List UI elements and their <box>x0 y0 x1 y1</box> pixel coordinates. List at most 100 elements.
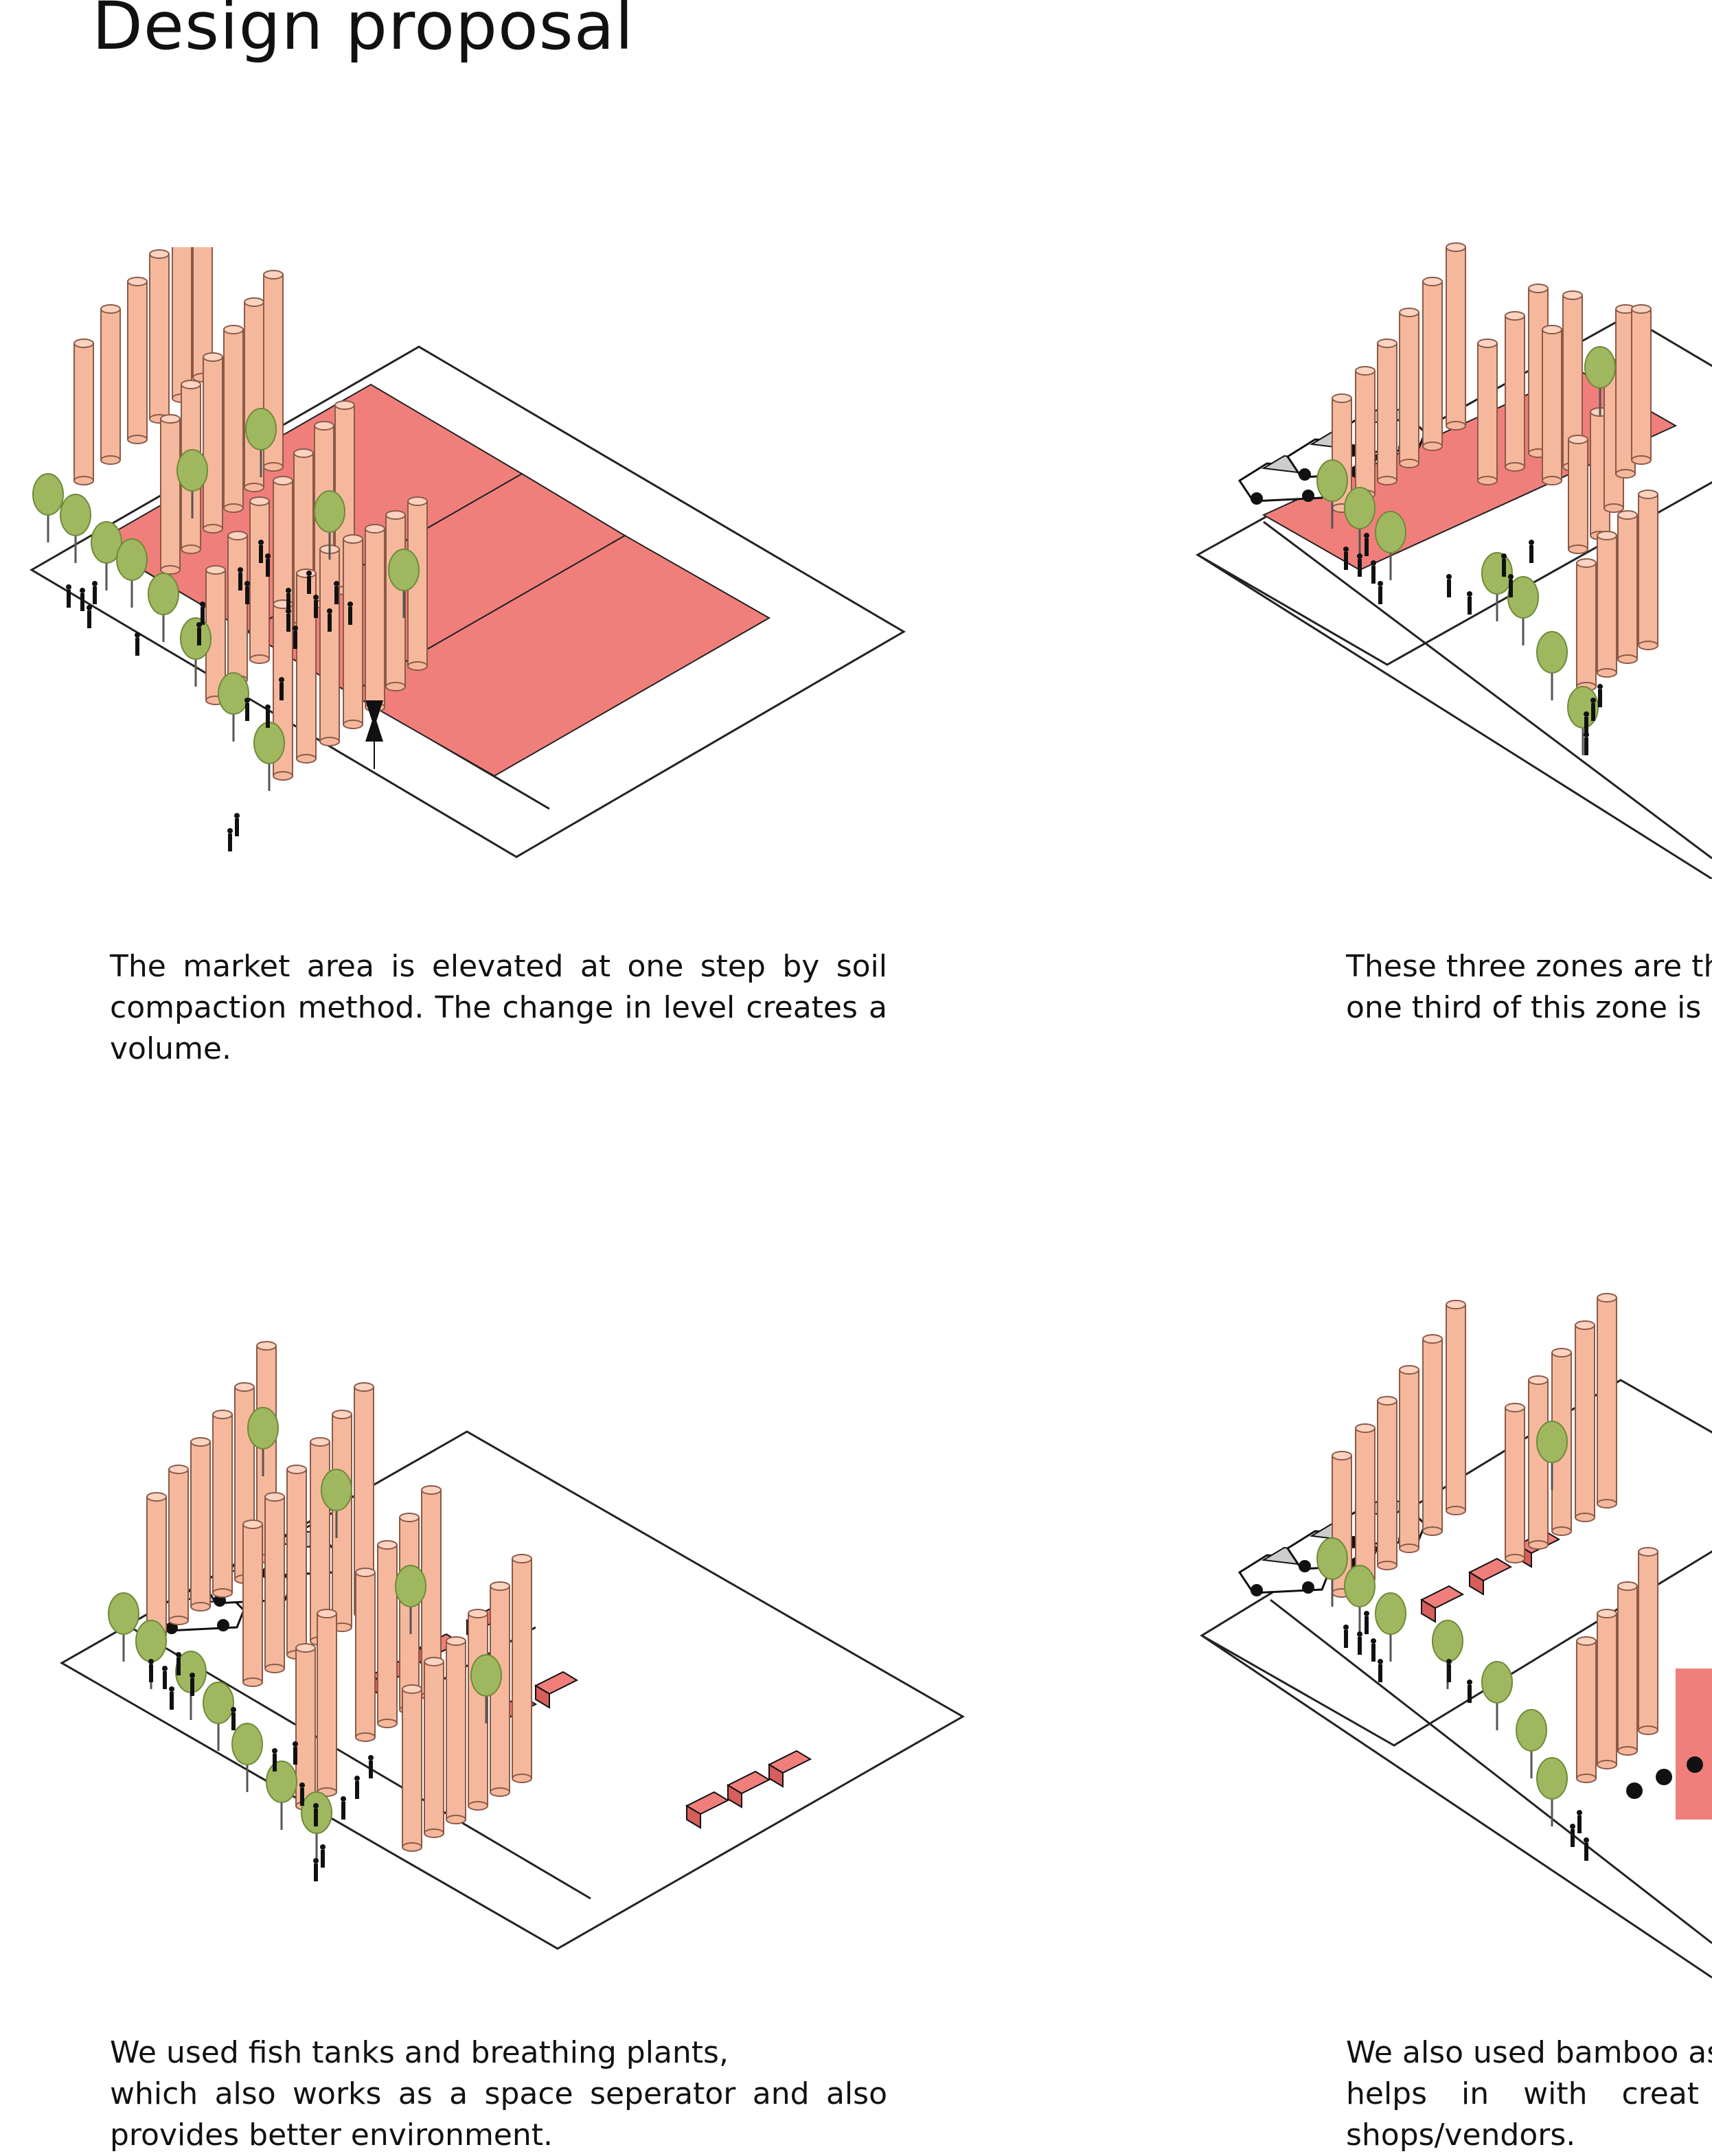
column <box>365 525 385 711</box>
person-icon <box>80 588 85 611</box>
column <box>402 1685 422 1851</box>
tree-icon <box>203 1682 233 1751</box>
column <box>343 535 363 729</box>
person-icon <box>234 813 240 836</box>
person-icon <box>1446 1659 1452 1682</box>
caption-fish-tanks: We used fish tanks and breathing plants,… <box>110 2032 887 2156</box>
column <box>1568 435 1588 553</box>
tree-icon <box>1376 512 1406 580</box>
column <box>1639 1548 1658 1734</box>
person-icon <box>1590 698 1596 721</box>
column <box>1632 305 1651 464</box>
person-icon <box>1343 547 1349 570</box>
column <box>1378 339 1397 485</box>
column <box>296 1644 315 1810</box>
isometric-diagram-elevated-market <box>27 247 913 865</box>
column <box>265 1493 284 1673</box>
fish-tank-icon <box>1470 1559 1511 1594</box>
fish-tank-icon <box>1422 1586 1463 1622</box>
column <box>378 1541 397 1728</box>
column <box>213 1410 232 1597</box>
person-icon <box>306 571 312 594</box>
column <box>1400 308 1419 468</box>
person-icon <box>231 1707 236 1730</box>
column <box>161 415 180 574</box>
tree-icon <box>1376 1593 1406 1662</box>
person-icon <box>238 567 243 590</box>
column <box>1400 1366 1419 1552</box>
person-icon <box>286 608 291 632</box>
column <box>1529 1376 1548 1549</box>
person-icon <box>1577 1810 1582 1833</box>
person-icon <box>368 1755 374 1778</box>
tree-icon <box>254 722 284 791</box>
person-icon <box>1467 591 1472 615</box>
column <box>203 353 222 533</box>
column-group <box>1332 1294 1658 1782</box>
column <box>224 325 243 512</box>
column <box>1577 1637 1596 1782</box>
person-icon <box>1371 1638 1376 1662</box>
column <box>512 1555 532 1782</box>
column <box>150 250 169 423</box>
person-icon <box>258 540 264 563</box>
person-icon <box>66 584 71 608</box>
person-icon <box>299 1782 305 1806</box>
column <box>169 1465 188 1625</box>
person-icon <box>87 605 92 628</box>
person-icon <box>227 828 233 851</box>
person-icon <box>1357 1631 1362 1655</box>
caption-line: We also used bamboo as <box>1346 2032 1712 2074</box>
isometric-diagram-bamboo <box>1195 1284 1712 1984</box>
person-icon <box>341 1796 346 1820</box>
person-icon <box>1529 540 1534 563</box>
person-icon <box>313 1803 319 1826</box>
caption-line: helps in with creat <box>1346 2074 1712 2115</box>
person-icon <box>148 1659 154 1682</box>
person-icon <box>1584 732 1589 755</box>
column <box>332 1410 352 1631</box>
caption-line: one third of this zone is re <box>1346 987 1712 1029</box>
person-icon <box>135 632 140 656</box>
tree-icon <box>117 539 147 608</box>
column <box>243 1520 262 1686</box>
page-title: Design proposal <box>92 0 634 63</box>
column <box>1597 1609 1617 1769</box>
column <box>101 305 120 464</box>
person-icon <box>1364 1611 1369 1634</box>
person-icon <box>265 704 271 728</box>
column <box>1356 1424 1375 1583</box>
column <box>1542 325 1562 485</box>
person-icon <box>1467 1679 1472 1703</box>
tree-icon <box>266 1761 297 1830</box>
column <box>1618 1582 1637 1755</box>
column <box>228 531 247 684</box>
isometric-diagram-three-zones <box>1195 220 1712 879</box>
tree-icon <box>33 474 63 542</box>
column <box>1378 1397 1397 1570</box>
tree-icon <box>148 573 179 642</box>
person-icon <box>1371 560 1376 584</box>
person-icon <box>279 677 284 700</box>
column <box>1446 1300 1465 1515</box>
column <box>250 497 269 663</box>
person-icon <box>200 601 205 625</box>
tree-icon <box>1537 1758 1567 1826</box>
column-group <box>147 1342 532 1851</box>
column <box>1575 1321 1595 1522</box>
tree-icon <box>1345 1566 1375 1634</box>
column-group <box>1332 243 1658 691</box>
column <box>128 277 147 444</box>
person-icon <box>272 1748 277 1771</box>
fish-tank-icon <box>687 1792 728 1828</box>
column <box>320 545 339 746</box>
column <box>1505 312 1525 471</box>
column <box>1478 339 1497 485</box>
person-icon <box>354 1776 360 1799</box>
person-icon <box>1357 553 1362 577</box>
column <box>1597 1294 1617 1508</box>
person-icon <box>1501 553 1507 577</box>
column <box>400 1513 419 1714</box>
isometric-diagram-fish-tanks <box>55 1325 975 1957</box>
column <box>1639 490 1658 650</box>
